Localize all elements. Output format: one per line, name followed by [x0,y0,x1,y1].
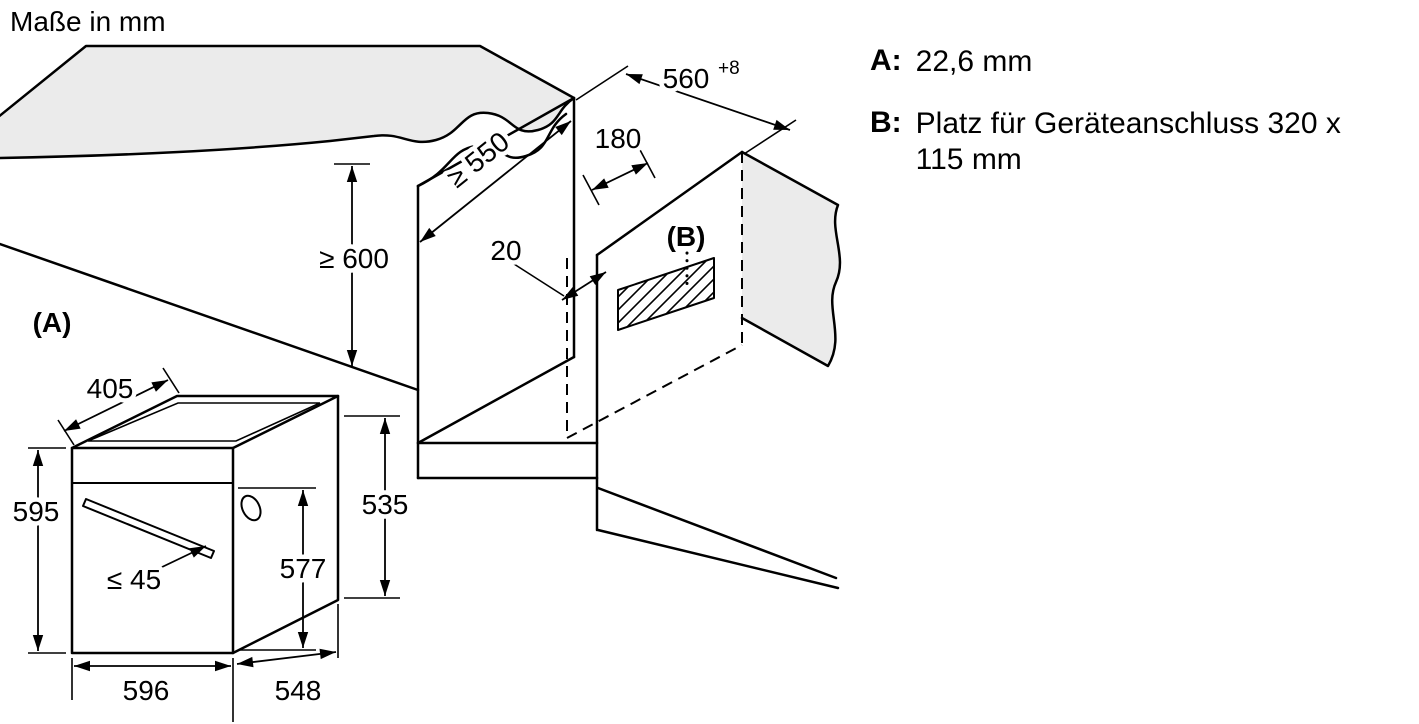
legend-text-b-line2: 115 mm [915,143,1022,176]
dim-niche-width-tolerance: +8 [718,58,740,79]
dim-appliance-width-label: 596 [123,675,170,706]
connection-area-outline [617,257,715,331]
oven-door-handle [82,498,215,559]
dim-handle-clearance: ≤ 45 [102,545,207,600]
connection-area-b: (B) [617,217,715,331]
niche-floor [416,441,599,480]
dim-appliance-depth: 548 [236,604,339,711]
label-a: (A) [33,307,72,338]
oven: (A) [29,303,340,655]
countertop-right [740,150,842,368]
dim-niche-depth: ≥ 550 [419,120,572,243]
legend-text-a: 22,6 mm [915,45,1033,78]
dim-niche-width-label: 560 [663,63,710,94]
adjacent-cabinet-panel [595,150,840,590]
dim-appliance-height: 595 [8,447,66,654]
dim-niche-height: ≥ 600 [315,163,393,366]
dim-appliance-height-label: 595 [13,496,60,527]
legend-key-a: A: [870,44,902,77]
dim-body-height-label: 535 [362,489,409,520]
legend-item-b: B: Platz für Geräteanschluss 320 x 115 m… [870,106,1415,178]
legend-item-a: A: 22,6 mm [870,44,1415,80]
dim-rear-gap: 20 [486,231,607,301]
dim-body-height: 535 [344,415,413,599]
dim-front-height: 577 [238,487,331,651]
dim-niche-height-label: ≥ 600 [319,243,389,274]
legend-text-b-line1: Platz für Geräteanschluss 320 x [915,107,1341,140]
dim-handle-clearance-label: ≤ 45 [107,564,161,595]
oven-front-face [70,446,235,655]
connection-area-hatching [618,258,714,330]
oven-side-face [231,394,340,655]
legend-key-b: B: [870,106,902,139]
dim-appliance-depth-label: 548 [275,675,322,706]
dim-connection-offset: 180 [582,119,656,206]
dim-top-recess-depth-label: 405 [87,373,134,404]
hidden-edges [566,152,743,439]
dim-connection-offset-label: 180 [595,123,642,154]
legend: A: 22,6 mm B: Platz für Geräteanschluss … [870,44,1415,204]
dim-appliance-width: 596 [71,658,234,722]
dim-niche-depth-label: ≥ 550 [441,126,515,194]
oven-side-vent [240,494,262,522]
page-title: Maße in mm [10,6,166,37]
dim-front-height-label: 577 [280,553,327,584]
label-b: (B) [667,221,706,252]
dim-top-recess-depth: 405 [57,367,180,446]
dim-rear-gap-label: 20 [490,235,521,266]
dim-niche-width: 560 +8 [575,55,797,155]
